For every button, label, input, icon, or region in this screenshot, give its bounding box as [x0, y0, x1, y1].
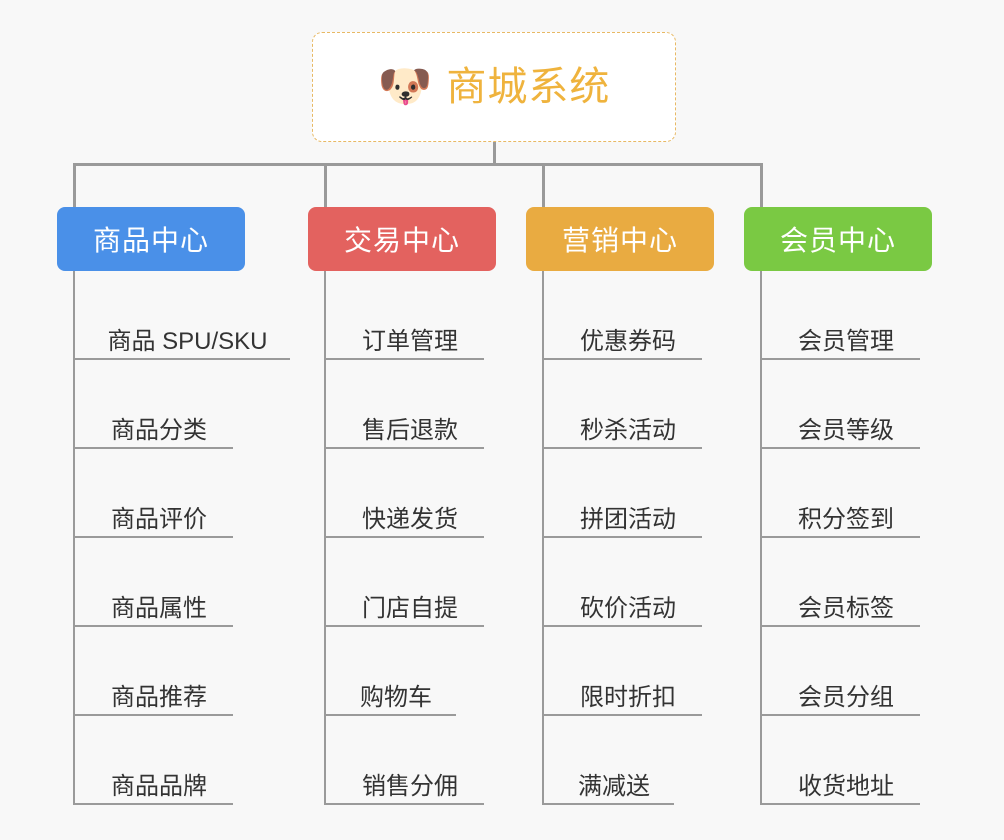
leaf-item-label: 会员标签: [798, 594, 894, 622]
leaf-item[interactable]: 购物车: [324, 666, 456, 716]
leaf-item[interactable]: 优惠券码: [542, 310, 702, 360]
leaf-item-label: 快递发货: [362, 505, 458, 533]
category-header-label: 营销中心: [561, 225, 678, 256]
connector-drop-member-center: [760, 163, 763, 207]
category-header-label: 商品中心: [92, 225, 209, 256]
leaf-item[interactable]: 商品属性: [73, 577, 233, 627]
category-header-trade-center[interactable]: 交易中心: [308, 207, 496, 271]
leaf-item-label: 商品 SPU/SKU: [107, 327, 268, 355]
leaf-item[interactable]: 拼团活动: [542, 488, 702, 538]
leaf-item[interactable]: 商品 SPU/SKU: [73, 310, 290, 360]
leaf-item-label: 会员分组: [798, 683, 894, 711]
leaf-item-label: 门店自提: [362, 594, 458, 622]
root-node-mall-system[interactable]: 🐶 商城系统: [312, 32, 676, 142]
leaf-item-label: 砍价活动: [580, 594, 676, 622]
leaf-item[interactable]: 限时折扣: [542, 666, 702, 716]
leaf-item-label: 商品推荐: [111, 683, 207, 711]
category-header-product-center[interactable]: 商品中心: [57, 207, 245, 271]
leaf-item[interactable]: 商品推荐: [73, 666, 233, 716]
category-header-member-center[interactable]: 会员中心: [744, 207, 932, 271]
leaf-item-label: 销售分佣: [362, 772, 458, 800]
leaf-item[interactable]: 销售分佣: [324, 755, 484, 805]
leaf-item[interactable]: 售后退款: [324, 399, 484, 449]
leaf-item[interactable]: 门店自提: [324, 577, 484, 627]
leaf-item[interactable]: 商品品牌: [73, 755, 233, 805]
leaf-item-label: 秒杀活动: [580, 416, 676, 444]
root-node-title: 商城系统: [446, 65, 611, 109]
category-header-label: 会员中心: [779, 225, 896, 256]
category-header-marketing-center[interactable]: 营销中心: [526, 207, 714, 271]
leaf-item-label: 积分签到: [798, 505, 894, 533]
leaf-item[interactable]: 快递发货: [324, 488, 484, 538]
connector-drop-product-center: [73, 163, 76, 207]
leaf-item-label: 拼团活动: [580, 505, 676, 533]
leaf-item-label: 满减送: [578, 772, 650, 800]
leaf-item-label: 收货地址: [798, 772, 894, 800]
leaf-item-label: 订单管理: [362, 327, 458, 355]
connector-root-stem: [493, 142, 496, 166]
leaf-item-label: 售后退款: [362, 416, 458, 444]
leaf-item-label: 优惠券码: [580, 327, 676, 355]
connector-drop-trade-center: [324, 163, 327, 207]
column-spine-product-center: [73, 271, 75, 805]
leaf-item-label: 会员管理: [798, 327, 894, 355]
column-spine-marketing-center: [542, 271, 544, 805]
connector-horizontal-bus: [73, 163, 763, 166]
leaf-item-label: 商品品牌: [111, 772, 207, 800]
leaf-item[interactable]: 商品分类: [73, 399, 233, 449]
leaf-item-label: 商品属性: [111, 594, 207, 622]
leaf-item[interactable]: 积分签到: [760, 488, 920, 538]
leaf-item[interactable]: 订单管理: [324, 310, 484, 360]
leaf-item-label: 购物车: [360, 683, 432, 711]
leaf-item[interactable]: 会员管理: [760, 310, 920, 360]
category-header-label: 交易中心: [343, 225, 460, 256]
leaf-item[interactable]: 满减送: [542, 755, 674, 805]
leaf-item[interactable]: 会员等级: [760, 399, 920, 449]
leaf-item[interactable]: 秒杀活动: [542, 399, 702, 449]
leaf-item-label: 商品评价: [111, 505, 207, 533]
leaf-item-label: 商品分类: [111, 416, 207, 444]
shiba-dog-face-icon: 🐶: [377, 62, 433, 111]
column-spine-member-center: [760, 271, 762, 805]
leaf-item-label: 限时折扣: [580, 683, 676, 711]
column-spine-trade-center: [324, 271, 326, 805]
leaf-item[interactable]: 砍价活动: [542, 577, 702, 627]
leaf-item[interactable]: 商品评价: [73, 488, 233, 538]
leaf-item[interactable]: 会员分组: [760, 666, 920, 716]
leaf-item[interactable]: 会员标签: [760, 577, 920, 627]
connector-drop-marketing-center: [542, 163, 545, 207]
leaf-item[interactable]: 收货地址: [760, 755, 920, 805]
leaf-item-label: 会员等级: [798, 416, 894, 444]
